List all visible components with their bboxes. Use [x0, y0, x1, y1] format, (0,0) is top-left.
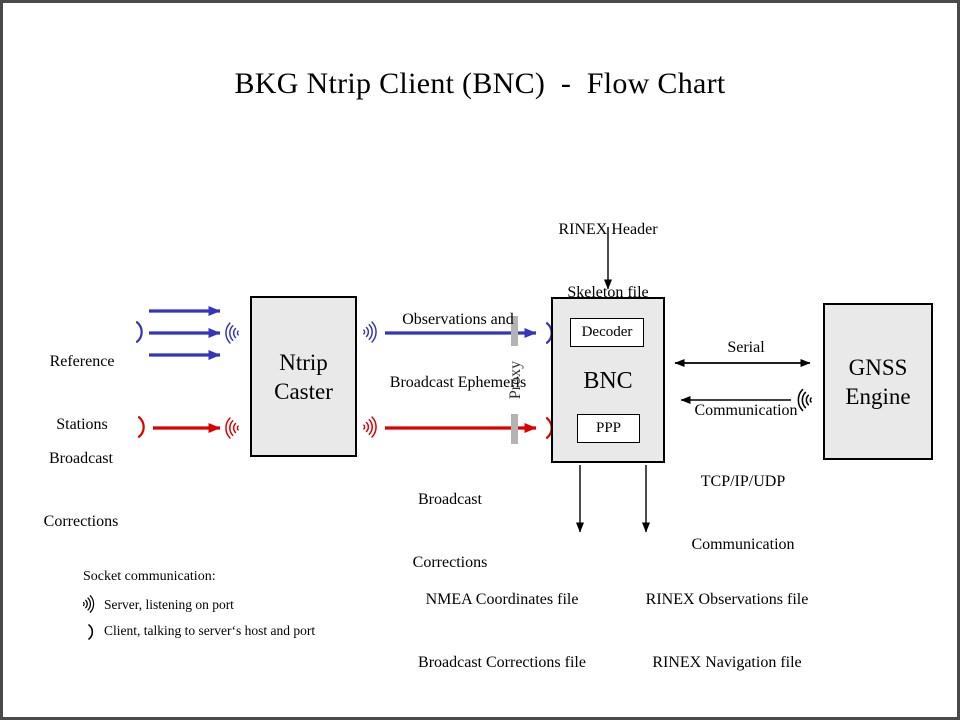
label-rinex-header-skeleton: RINEX Header Skeleton file: [558, 221, 658, 301]
page-title: BKG Ntrip Client (BNC) - Flow Chart: [234, 67, 726, 100]
label-tcpip-communication: TCP/IP/UDP Communication: [691, 473, 795, 553]
gnss-label-line2: Engine: [845, 383, 911, 409]
label-serial-communication: Serial Communication: [694, 339, 798, 419]
label-observations-ephemeris: Observations and Broadcast Ephemeris: [389, 311, 527, 391]
node-bnc: Decoder BNC PPP: [551, 297, 665, 463]
label-rinex-files: RINEX Observations file RINEX Navigation…: [645, 591, 809, 671]
node-ppp: PPP: [577, 414, 640, 443]
node-gnss-engine: GNSS Engine: [823, 303, 933, 460]
legend-heading: Socket communication:: [83, 569, 216, 584]
legend-client-text: Client, talking to server‘s host and por…: [104, 623, 316, 638]
ntrip-caster-label-line2: Caster: [274, 378, 333, 404]
node-ntrip-caster: Ntrip Caster: [250, 296, 357, 457]
legend-client-socket-icon: [88, 624, 94, 640]
server-socket-icon-caster-in-blue: [225, 322, 239, 344]
bnc-label: BNC: [583, 368, 633, 394]
proxy-bar-top: [511, 316, 518, 346]
label-broadcast-corrections-mid: Broadcast Corrections: [412, 491, 488, 571]
gnss-label-line1: GNSS: [848, 354, 908, 380]
node-decoder: Decoder: [570, 318, 644, 347]
label-broadcast-corrections-left: Broadcast Corrections: [43, 450, 119, 530]
server-socket-icon-caster-in-red: [225, 417, 239, 439]
legend-server-text: Server, listening on port: [104, 597, 234, 612]
label-reference-stations: Reference Stations: [49, 353, 115, 433]
proxy-bar-bottom: [511, 414, 518, 444]
ntrip-caster-label-line1: Ntrip: [279, 349, 328, 375]
legend-server-socket-icon: [82, 595, 95, 613]
label-nmea-files: NMEA Coordinates file Broadcast Correcti…: [418, 591, 586, 671]
